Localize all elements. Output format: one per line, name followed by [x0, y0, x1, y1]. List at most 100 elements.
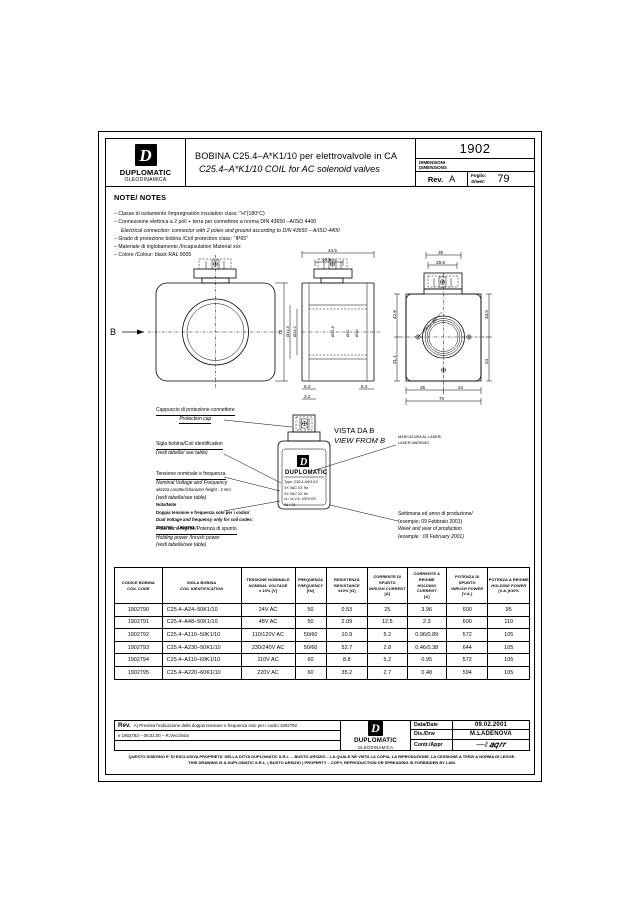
- callout-coil-identification: Sigla bobina/Coil identification (vedi t…: [156, 441, 223, 457]
- cell-coil-code: 1902795: [114, 665, 163, 680]
- revision-row: e 1902793 – 08.01.00 – R.Vecchiola: [115, 731, 340, 741]
- footer-company-name: DUPLOMATIC: [354, 737, 397, 745]
- duplomatic-d-icon: D: [134, 144, 157, 166]
- callout-power-l2: Holding power /Inrush power: [156, 534, 220, 541]
- cell-coil-code: 1902791: [114, 615, 163, 630]
- title-english: C25.4–A*K1/10 COIL for AC solenoid valve…: [199, 164, 380, 174]
- cell-inrush-power: 572: [445, 653, 489, 667]
- cell-holding-power: 95: [487, 603, 530, 617]
- table-header-cell: FREQUENZA FREQUENCY [Hz]: [294, 567, 327, 604]
- revision-cell: Rev. A: [416, 172, 468, 186]
- dim-side-d4: Ø32: [345, 329, 350, 337]
- signature-mark: —ℓ 𝑎𝑞 𝑟𝑟: [476, 739, 506, 749]
- callout-week-year: Settimana ed anno di produzione/ (esempi…: [398, 511, 473, 541]
- dim-rear-b1: 35: [420, 385, 426, 390]
- cell-inrush-current: 25: [367, 603, 408, 617]
- cell-coil-ident: C25.4–A110–50K1/10: [161, 628, 242, 642]
- dim-front-height: 74: [278, 329, 283, 335]
- callout-power: Potenza a regime/Potenza di spunto Holdi…: [156, 526, 237, 550]
- dim-side-b3: 3.2: [304, 394, 311, 399]
- cell-resistance: 2.09: [325, 615, 369, 630]
- table-header-cell: CORRENTE A REGIME HOLDING CURRENT [A]: [406, 567, 447, 604]
- footer-title-block: Rev. A) Prevista l'indicazione della dop…: [114, 719, 530, 766]
- drawing-frame: D DUPLOMATIC OLEODINAMICA BOBINA C25.4–A…: [98, 131, 542, 782]
- dim-side-b1: 6.2: [304, 384, 311, 389]
- revision-block: Rev. A) Prevista l'indicazione della dop…: [114, 719, 530, 751]
- table-header-cell: RESISTENZA RESISTANCE ±10% [Ω]: [325, 567, 369, 604]
- table-header-cell: POTENZA DI SPUNTO INRUSH POWER [V.A.]: [445, 567, 489, 604]
- dimensions-label-en: DIMENSIONS: [419, 165, 447, 170]
- cell-voltage: 110V AC: [240, 653, 296, 667]
- notes-section: NOTE/ NOTES – Classe di isolamento /Impr…: [114, 193, 514, 260]
- callout-laser-marking: MARCATURA AL LASER/ LASER MARKING: [398, 435, 441, 446]
- callout-protection-cap: Cappuccio di protezione connettore Prote…: [156, 407, 235, 424]
- dimensions-label-it: DIMENSIONI: [419, 159, 446, 165]
- front-view: B 74: [110, 255, 288, 389]
- callout-laser-l2: LASER MARKING: [398, 440, 430, 445]
- svg-text:xx / xx V.A. 100% ED: xx / xx V.A. 100% ED: [284, 497, 316, 501]
- cell-resistance: 35.2: [325, 665, 369, 680]
- meta-date-label: Data/Date: [411, 720, 453, 730]
- cell-frequency: 60: [294, 665, 327, 680]
- cell-holding-power: 110: [487, 615, 530, 630]
- dim-rear-w1: 35: [438, 250, 444, 255]
- cell-coil-code: 1902794: [114, 653, 163, 667]
- copyright-notice: QUESTO DISEGNO E' DI ESCLUSIVA PROPRIETA…: [114, 754, 530, 766]
- revision-sheet-row: Rev. A Foglio: Sheet: 79: [416, 172, 534, 186]
- callout-voltage-l5: Nota/Note: [156, 502, 177, 507]
- revision-label: Rev.: [118, 721, 131, 729]
- dim-side-total: 44.5: [328, 249, 337, 253]
- callout-voltage-l8: 1902792 – 1902793: [156, 524, 195, 530]
- callout-cap-it: Cappuccio di protezione connettore: [156, 407, 235, 416]
- table-row: 1902794 C25.4–A110–60K1/10 110V AC 60 8.…: [114, 653, 530, 667]
- cell-voltage: 230/240V AC: [240, 640, 296, 655]
- svg-text:D: D: [299, 457, 307, 468]
- cell-inrush-current: 2.8: [367, 640, 408, 655]
- cell-holding-current: 0.95: [406, 653, 447, 667]
- cell-inrush-current: 2.7: [367, 665, 408, 680]
- note-item: – Colore /Colour: black RAL 9005: [114, 252, 192, 259]
- callout-voltage-l4: (vedi tabella/see table): [156, 494, 207, 501]
- callout-week-l2: (esempio: 09 Febbraio 2001): [398, 518, 463, 525]
- cell-frequency: 60: [294, 653, 327, 667]
- cell-frequency: 50: [294, 603, 327, 617]
- cell-inrush-current: 5.2: [367, 653, 408, 667]
- table-header-cell: SIGLA BOBINA COIL IDENTIFICATION: [161, 567, 242, 604]
- technical-drawing-svg: B 74 44.5: [110, 249, 492, 522]
- cell-frequency: 50/60: [294, 628, 327, 642]
- cell-holding-current: 0.46/0.38: [406, 640, 447, 655]
- meta-date-value: 09.02.2001: [474, 721, 508, 728]
- cell-coil-ident: C25.4–A230–50K1/10: [161, 640, 242, 655]
- table-body: 1902790 C25.4–A24–50K1/10 24V AC 50 0.53…: [114, 603, 530, 680]
- cell-inrush-power: 600: [445, 615, 489, 630]
- meta-approved-label: Contr./Appr: [411, 739, 453, 750]
- view-from-b-detail: VISTA DA B VIEW FROM B: [223, 414, 399, 522]
- cell-resistance: 8.8: [325, 653, 369, 667]
- dim-side-d1: Ø31.8: [285, 325, 290, 337]
- sheet-number: 79: [497, 173, 510, 185]
- view-label-en: VIEW FROM B: [334, 436, 385, 445]
- callout-voltage-l1: Tensione nominale e frequenza: [156, 471, 226, 480]
- cell-inrush-current: 12.5: [367, 615, 408, 630]
- meta-drawn-label: Dis./Drw: [411, 730, 453, 739]
- callout-nominal-voltage: Tensione nominale e frequenza Nominal Vo…: [156, 471, 253, 532]
- cell-inrush-current: 5.2: [367, 628, 408, 642]
- cell-frequency: 50/60: [294, 640, 327, 655]
- cell-voltage: 220V AC: [240, 665, 296, 680]
- copyright-it: QUESTO DISEGNO E' DI ESCLUSIVA PROPRIETA…: [128, 753, 516, 759]
- note-item: Electrical connection: connector with 2 …: [121, 227, 340, 234]
- footer-company-division: OLEODINAMICA: [357, 744, 394, 750]
- table-header-cell: CODICE BOBINA COIL CODE: [114, 567, 163, 604]
- note-item: – Connessione elettrica a 2 poli + terra…: [114, 219, 317, 226]
- callout-week-l1: Settimana ed anno di produzione/: [398, 511, 473, 517]
- revision-value: A: [449, 174, 456, 184]
- dim-rear-h4: 24: [484, 358, 489, 364]
- meta-approved-row: Contr./Appr —ℓ 𝑎𝑞 𝑟𝑟: [411, 739, 529, 750]
- document-title: BOBINA C25.4–A*K1/10 per elettrovalvole …: [186, 139, 416, 186]
- dimensions-label: DIMENSIONI DIMENSIONS: [416, 159, 534, 172]
- document-meta: 1902 DIMENSIONI DIMENSIONS Rev. A Foglio…: [416, 139, 534, 186]
- title-block-header: D DUPLOMATIC OLEODINAMICA BOBINA C25.4–A…: [106, 139, 534, 187]
- cell-holding-current: 3.96: [406, 603, 447, 617]
- callout-voltage-l6: Doppia tensione e frequenza solo per i c…: [156, 509, 250, 515]
- revision-row: Rev. A) Prevista l'indicazione della dop…: [115, 721, 340, 731]
